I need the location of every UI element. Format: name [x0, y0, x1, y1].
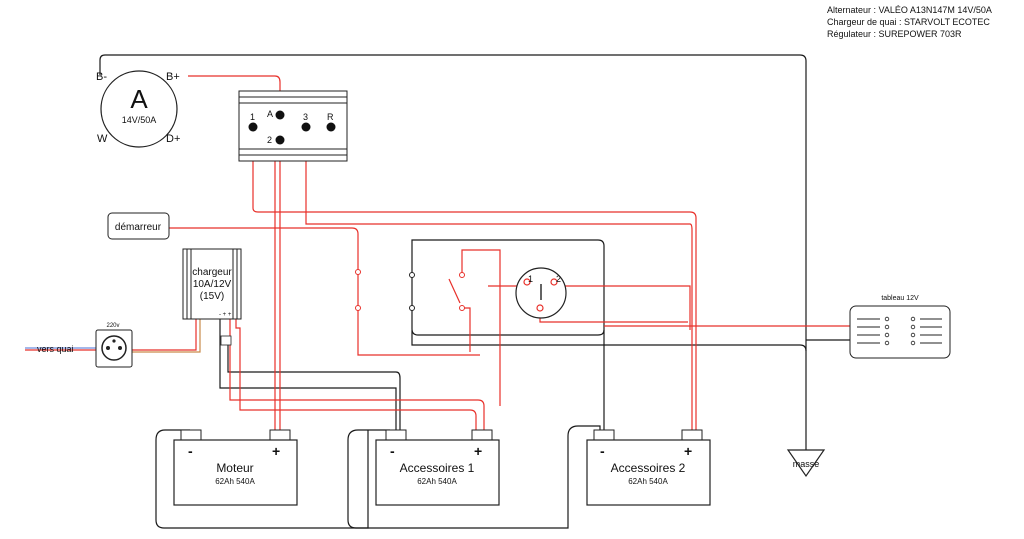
battery-acc1-spec: 62Ah 540A — [417, 477, 457, 486]
ground-label: masse — [793, 459, 820, 469]
specs-charger: Chargeur de quai : STARVOLT ECOTEC — [827, 17, 990, 27]
alternator-letter: A — [130, 84, 148, 114]
selector-pos-2: 2 — [556, 274, 561, 284]
alternator-body — [100, 70, 178, 148]
battery-acc1-name: Accessoires 1 — [400, 461, 475, 475]
dashboard-panel: tableau 12V — [849, 295, 951, 359]
negative-wires — [99, 54, 850, 529]
battery-accessoires-2: - + Accessoires 2 62Ah 540A — [586, 429, 711, 506]
alternator-rating: 14V/50A — [122, 115, 157, 125]
regulator-label-r: R — [327, 112, 334, 122]
terminal-bminus: B- — [96, 71, 107, 83]
regulator-label-3: 3 — [303, 112, 308, 122]
shore-label: vers quai — [37, 344, 74, 354]
battery-switch: 1 2 — [355, 267, 567, 319]
charger-terminals: - + + — [219, 312, 232, 318]
battery-moteur-minus: - — [188, 443, 193, 459]
positive-wires — [25, 75, 850, 432]
battery-acc2-name: Accessoires 2 — [611, 461, 686, 475]
charger-fuse — [220, 335, 232, 346]
terminal-bplus: B+ — [166, 71, 180, 83]
battery-moteur-plus: + — [272, 443, 280, 459]
shore-voltage: 220v — [106, 323, 119, 329]
selector-pos-1: 1 — [528, 274, 533, 284]
battery-acc2-spec: 62Ah 540A — [628, 477, 668, 486]
starter: démarreur — [107, 212, 170, 240]
charger-line1: chargeur — [192, 267, 232, 278]
dashboard-title: tableau 12V — [881, 295, 919, 302]
battery-acc2-minus: - — [600, 443, 605, 459]
charger-line2: 10A/12V — [193, 279, 232, 290]
regulator-terminal-1 — [248, 122, 258, 132]
terminal-dplus: D+ — [166, 133, 180, 145]
regulator-terminal-a — [275, 110, 285, 120]
specs-note: Alternateur : VALÉO A13N147M 14V/50A Cha… — [827, 4, 992, 40]
battery-acc1-minus: - — [390, 443, 395, 459]
ground-symbol: masse — [786, 449, 826, 478]
battery-acc2-plus: + — [684, 443, 692, 459]
regulator-label-a: A — [267, 109, 273, 119]
dashboard-switches — [857, 318, 942, 344]
regulator-label-1: 1 — [250, 112, 255, 122]
regulator-terminal-2 — [275, 135, 285, 145]
regulator-terminal-r — [326, 122, 336, 132]
battery-moteur-name: Moteur — [216, 461, 253, 475]
regulator: 1 A 2 3 R — [238, 90, 348, 162]
regulator-terminal-3 — [301, 122, 311, 132]
alternator: A 14V/50A B- B+ W D+ — [96, 70, 180, 148]
starter-label: démarreur — [115, 222, 162, 233]
battery-accessoires-1: - + Accessoires 1 62Ah 540A — [375, 429, 500, 506]
specs-regulator: Régulateur : SUREPOWER 703R — [827, 29, 962, 39]
specs-alternator: Alternateur : VALÉO A13N147M 14V/50A — [827, 5, 992, 15]
battery-acc1-plus: + — [474, 443, 482, 459]
regulator-label-2: 2 — [267, 135, 272, 145]
charger: chargeur 10A/12V (15V) - + + — [182, 248, 242, 346]
battery-moteur: - + Moteur 62Ah 540A — [173, 429, 298, 506]
charger-line3: (15V) — [200, 291, 224, 302]
battery-moteur-spec: 62Ah 540A — [215, 477, 255, 486]
shore-socket: 220v vers quai — [37, 323, 133, 368]
terminal-w: W — [97, 133, 108, 145]
